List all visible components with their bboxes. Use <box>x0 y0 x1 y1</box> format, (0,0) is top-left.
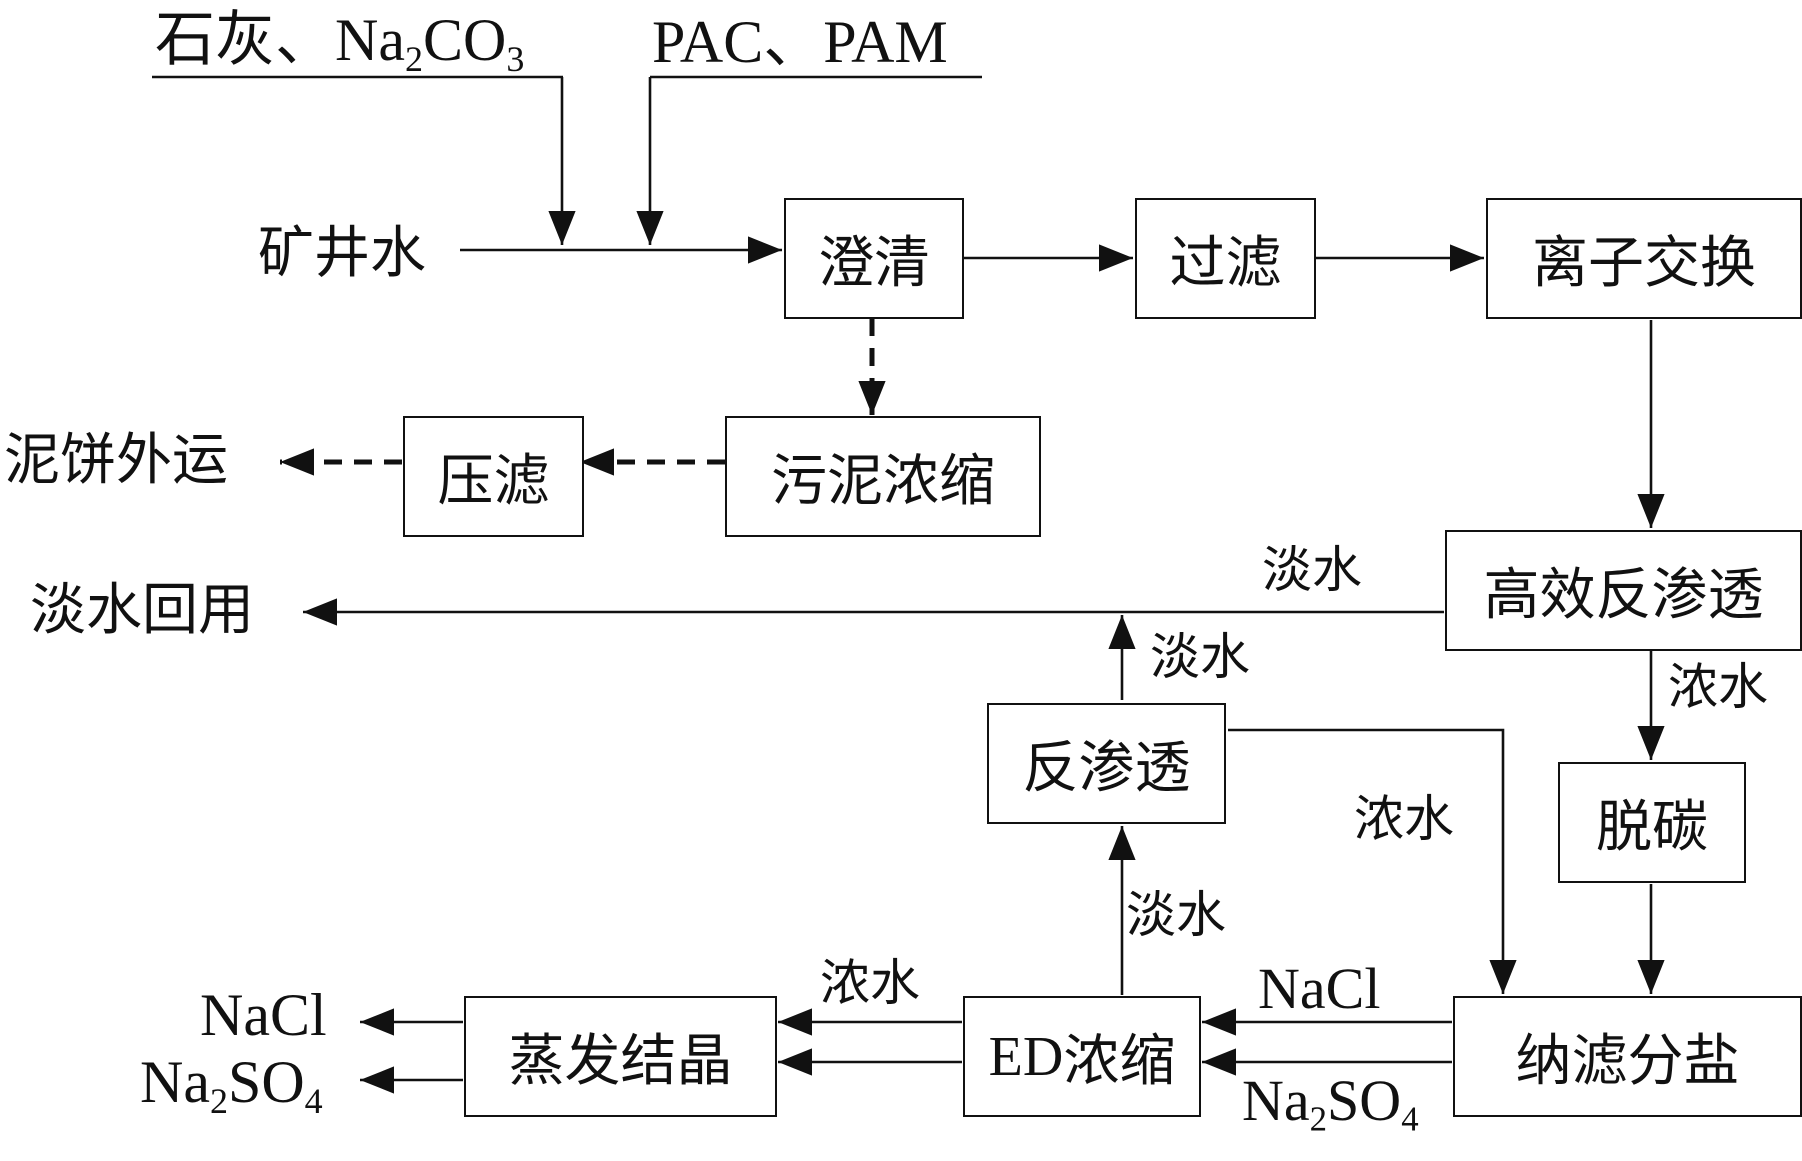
ro-fresh-label: 淡水 <box>1150 628 1250 686</box>
high-efficiency-ro-box: 高效反渗透 <box>1445 530 1802 651</box>
nanofiltration-box: 纳滤分盐 <box>1453 996 1802 1117</box>
na2so4-output-label: Na2SO4 <box>140 1049 323 1121</box>
press-filter-box: 压滤 <box>403 416 584 537</box>
clarify-box: 澄清 <box>784 198 964 319</box>
filter-box: 过滤 <box>1135 198 1316 319</box>
ed-conc-label: 浓水 <box>820 954 920 1012</box>
nf-nacl-edge-label: NaCl <box>1258 956 1381 1021</box>
ro-conc-label: 浓水 <box>1354 790 1454 848</box>
reuse-output-label: 淡水回用 <box>30 578 254 643</box>
hero-conc-label: 浓水 <box>1668 658 1768 716</box>
nacl-output-label: NaCl <box>200 982 327 1048</box>
source-label: 矿井水 <box>258 221 426 286</box>
evaporation-crystallization-box: 蒸发结晶 <box>464 996 777 1117</box>
decarbonization-box: 脱碳 <box>1558 762 1746 883</box>
ion-exchange-box: 离子交换 <box>1486 198 1802 319</box>
nf-na2so4-edge-label: Na2SO4 <box>1242 1068 1419 1139</box>
sludge-thicken-box: 污泥浓缩 <box>725 416 1041 537</box>
reverse-osmosis-box: 反渗透 <box>987 703 1226 824</box>
cake-output-label: 泥饼外运 <box>4 428 228 493</box>
hero-fresh-label: 淡水 <box>1262 541 1362 599</box>
ro-conc-to-nf <box>1228 728 1517 994</box>
reagent1-label: 石灰、Na2CO3 <box>155 7 525 79</box>
ed-fresh-label: 淡水 <box>1126 886 1226 944</box>
reagent2-label: PAC、PAM <box>652 9 948 75</box>
